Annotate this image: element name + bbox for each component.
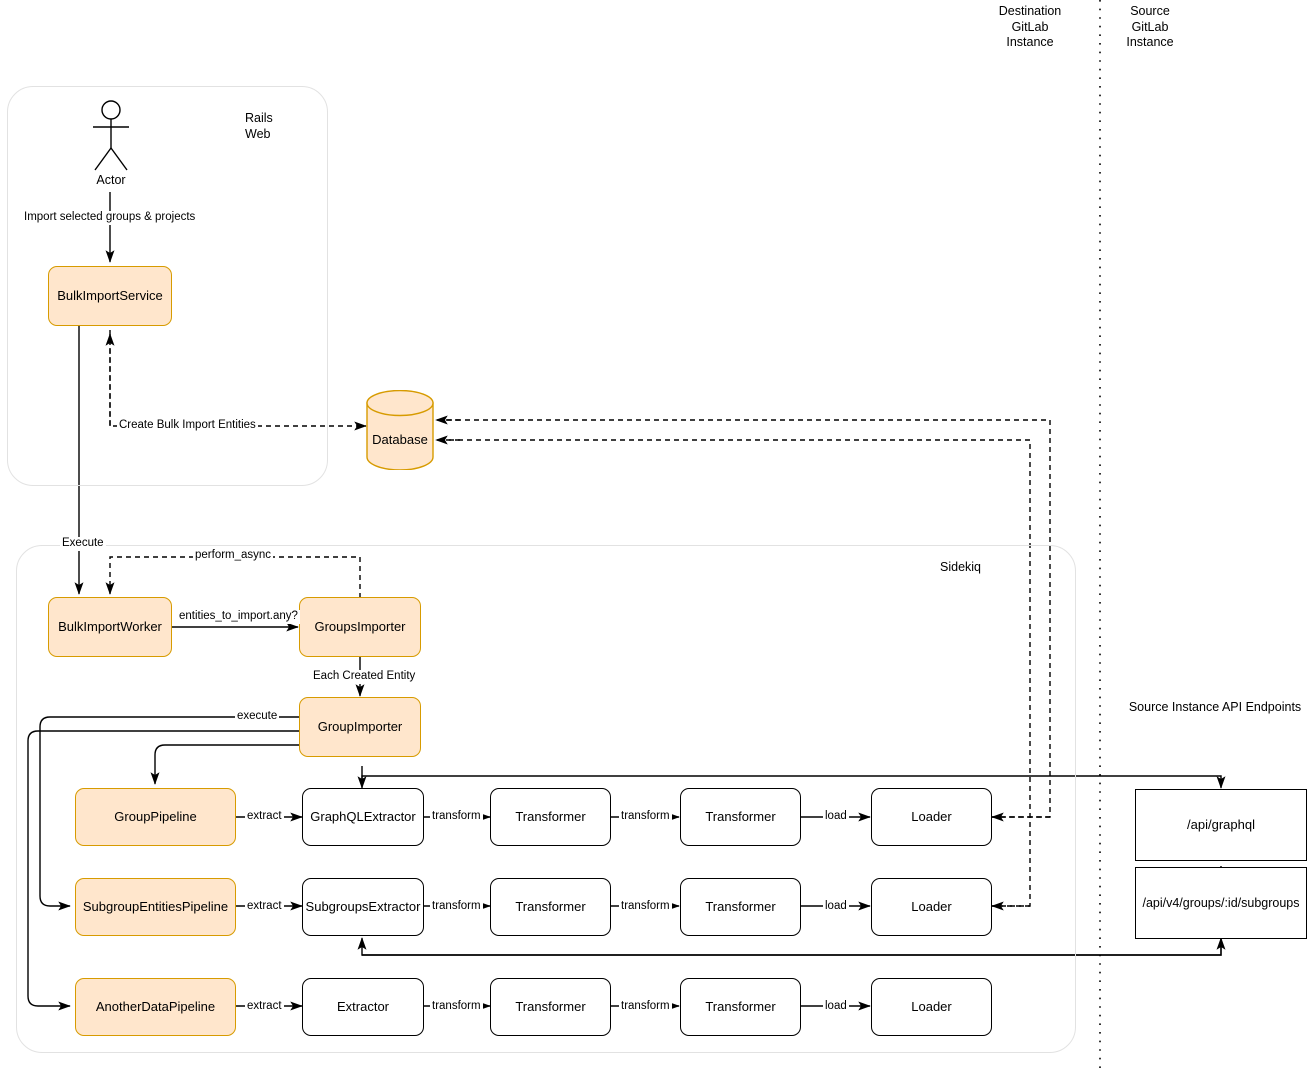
node-database-label: Database [372,432,428,447]
edge-label-create-bulk-import-entities: Create Bulk Import Entities [117,419,258,433]
node-bulk-import-worker[interactable]: BulkImportWorker [48,597,172,657]
node-transformer-r3-b[interactable]: Transformer [680,978,801,1036]
node-api-subgroups-label: /api/v4/groups/:id/subgroups [1142,895,1300,910]
node-transformer-r2-b-label: Transformer [705,898,776,914]
node-transformer-r1-a-label: Transformer [515,808,586,824]
node-graphql-extractor-label: GraphQLExtractor [310,808,416,824]
node-api-graphql-label: /api/graphql [1187,816,1255,832]
node-groups-importer[interactable]: GroupsImporter [299,597,421,657]
node-bulk-import-service-label: BulkImportService [57,287,163,303]
node-transformer-r2-a[interactable]: Transformer [490,878,611,936]
node-transformer-r3-a-label: Transformer [515,998,586,1014]
node-another-data-pipeline[interactable]: AnotherDataPipeline [75,978,236,1036]
node-bulk-import-service[interactable]: BulkImportService [48,266,172,326]
edge-label-extract-r2: extract [245,900,284,914]
edge-label-each-created-entity: Each Created Entity [311,670,418,684]
node-transformer-r2-b[interactable]: Transformer [680,878,801,936]
node-transformer-r3-a[interactable]: Transformer [490,978,611,1036]
node-subgroup-entities-pipeline-label: SubgroupEntitiesPipeline [82,898,229,914]
edge-label-entities-to-import: entities_to_import.any? [177,610,300,624]
edge-label-perform-async: perform_async [193,549,274,563]
edge-label-execute-worker: Execute [60,537,106,551]
node-group-importer[interactable]: GroupImporter [299,697,421,757]
edge-label-transform-r3-b: transform [619,1000,672,1014]
node-loader-r3-label: Loader [911,998,952,1014]
node-subgroup-entities-pipeline[interactable]: SubgroupEntitiesPipeline [75,878,236,936]
source-api-endpoints-label: Source Instance API Endpoints [1128,700,1302,714]
node-extractor-r3-label: Extractor [336,998,389,1014]
edge-label-extract-r3: extract [245,1000,284,1014]
node-graphql-extractor[interactable]: GraphQLExtractor [302,788,424,846]
edge-label-transform-r2-a: transform [430,900,483,914]
edge-label-import-selected: Import selected groups & projects [22,211,198,225]
edge-label-transform-r1-a: transform [430,810,483,824]
actor-figure [85,100,137,172]
node-loader-r3[interactable]: Loader [871,978,992,1036]
sidekiq-label: Sidekiq [940,560,981,574]
node-another-data-pipeline-label: AnotherDataPipeline [95,998,216,1014]
node-group-pipeline-label: GroupPipeline [114,808,197,824]
node-transformer-r1-b-label: Transformer [705,808,776,824]
edge-label-transform-r1-b: transform [619,810,672,824]
edge-label-load-r3: load [823,1000,849,1014]
node-database[interactable]: Database [366,389,434,471]
destination-instance-label: Destination GitLab Instance [998,4,1062,50]
actor-label: Actor [96,173,126,187]
source-instance-label: Source GitLab Instance [1126,4,1174,50]
node-subgroups-extractor[interactable]: SubgroupsExtractor [302,878,424,936]
edge-label-load-r1: load [823,810,849,824]
node-loader-r1[interactable]: Loader [871,788,992,846]
edge-label-transform-r3-a: transform [430,1000,483,1014]
rails-web-label: Rails Web [245,111,273,141]
node-transformer-r2-a-label: Transformer [515,898,586,914]
node-api-graphql[interactable]: /api/graphql [1135,789,1307,861]
node-loader-r1-label: Loader [911,808,952,824]
node-transformer-r3-b-label: Transformer [705,998,776,1014]
node-extractor-r3[interactable]: Extractor [302,978,424,1036]
edge-label-extract-r1: extract [245,810,284,824]
edge-label-load-r2: load [823,900,849,914]
node-bulk-import-worker-label: BulkImportWorker [58,618,162,634]
node-loader-r2[interactable]: Loader [871,878,992,936]
node-group-pipeline[interactable]: GroupPipeline [75,788,236,846]
edge-label-execute-pipeline: execute [235,710,280,724]
node-transformer-r1-b[interactable]: Transformer [680,788,801,846]
node-loader-r2-label: Loader [911,898,952,914]
edge-label-transform-r2-b: transform [619,900,672,914]
node-transformer-r1-a[interactable]: Transformer [490,788,611,846]
node-group-importer-label: GroupImporter [317,718,403,734]
node-api-subgroups[interactable]: /api/v4/groups/:id/subgroups [1135,867,1307,939]
rails-web-container [7,86,328,486]
node-groups-importer-label: GroupsImporter [314,618,406,634]
node-subgroups-extractor-label: SubgroupsExtractor [305,898,421,914]
